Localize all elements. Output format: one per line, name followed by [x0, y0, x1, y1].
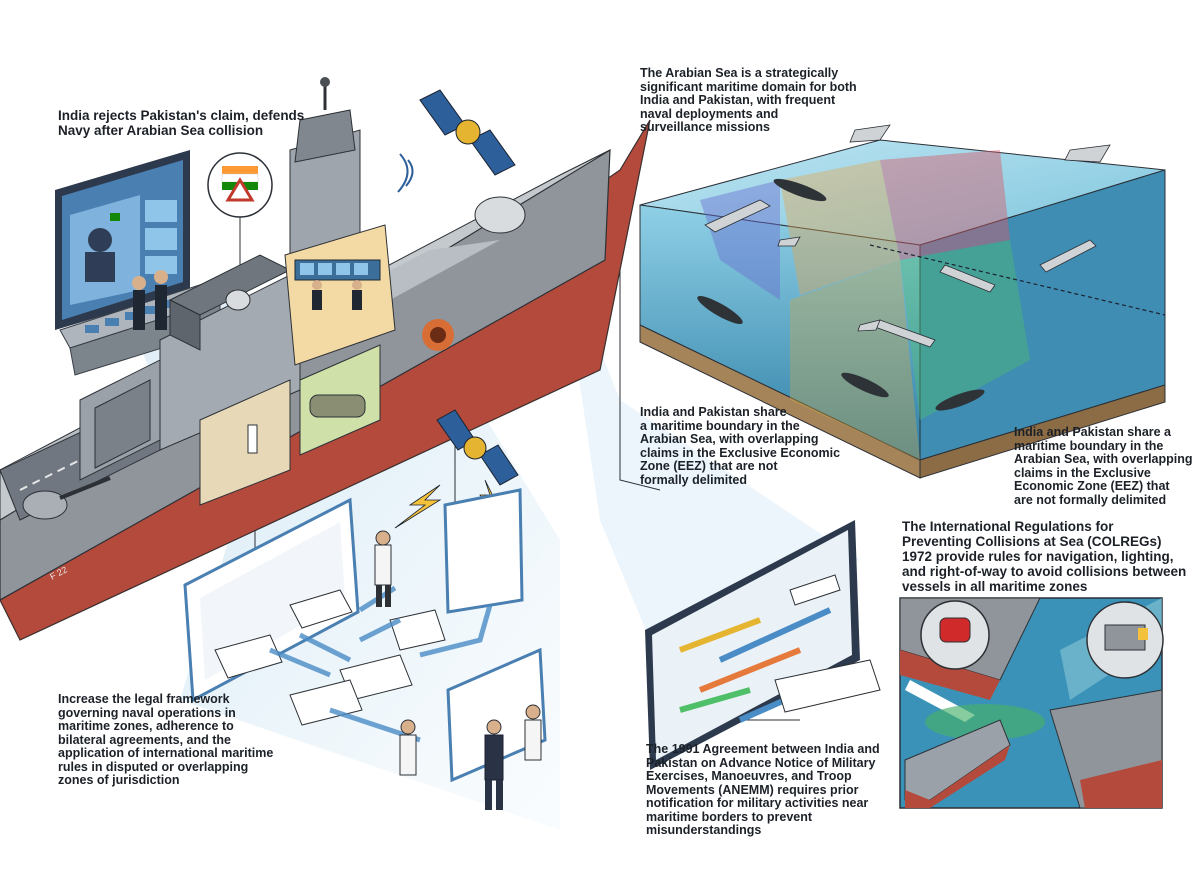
sea-cross-section: [639, 124, 1166, 479]
eez-boundary-caption-center: India and Pakistan share a maritime boun…: [640, 405, 841, 487]
projection-beam: [560, 250, 860, 640]
satellite-icon: [397, 89, 516, 193]
headline-caption: India rejects Pakistan's claim, defends …: [58, 108, 305, 138]
colregs-caption: The International Regulations for Preven…: [902, 519, 1187, 594]
satellite-icon: [436, 409, 519, 486]
anemm-caption: The 1991 Agreement between India and Pak…: [646, 742, 880, 837]
colregs-scene: [899, 597, 1164, 809]
legal-workflow: [183, 488, 547, 810]
eez-boundary-caption-right: India and Pakistan share a maritime boun…: [1014, 425, 1193, 507]
warship: F 22: [0, 77, 651, 641]
anemm-timeline-screen: [645, 520, 881, 770]
legal-framework-caption: Increase the legal framework governing n…: [58, 692, 274, 787]
command-center: [55, 150, 273, 376]
arabian-sea-caption: The Arabian Sea is a strategically signi…: [640, 66, 857, 134]
